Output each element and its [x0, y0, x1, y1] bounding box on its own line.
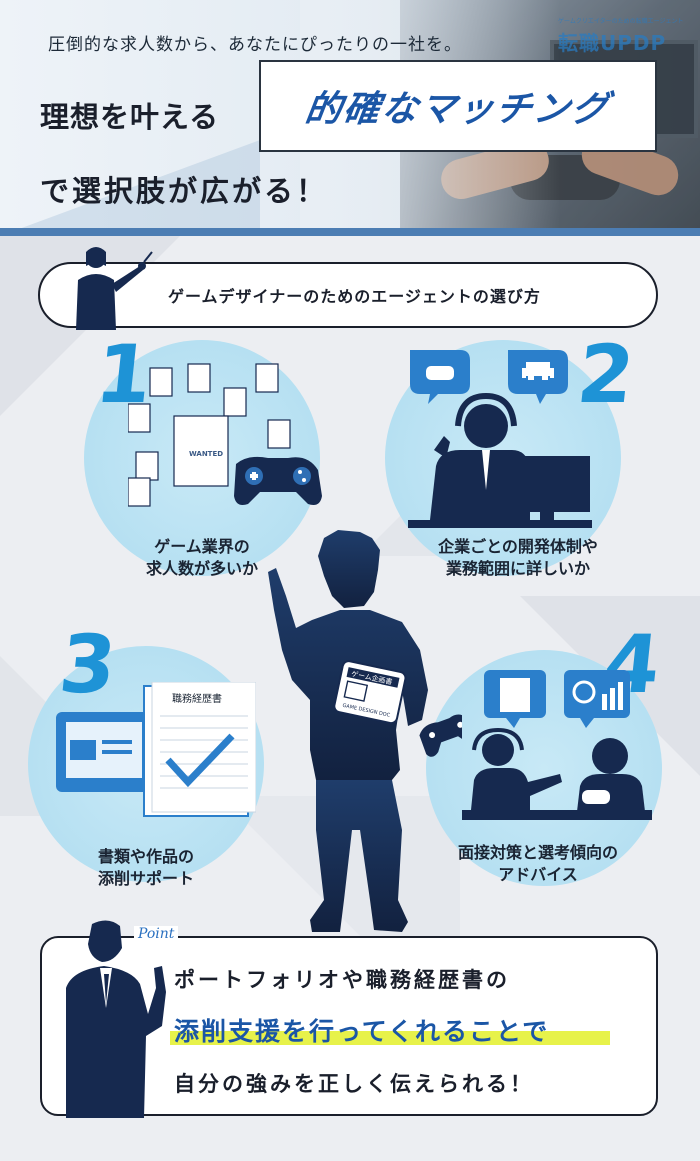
resume-title: 職務経歴書 [172, 692, 222, 705]
clipboard-icon [500, 678, 530, 712]
hero-divider [0, 228, 700, 236]
section-heading: ゲームデザイナーのためのエージェントの選び方 [38, 262, 658, 328]
controller-icon [234, 456, 322, 505]
point-highlight-marker [170, 1031, 610, 1045]
gamepad-icon [426, 366, 454, 380]
hero-subtitle: 圧倒的な求人数から、あなたにぴったりの一社を。 [48, 35, 462, 55]
point-label-1: ゲーム業界の求人数が多いか [145, 537, 258, 578]
wanted-posters-icon: WANTED [128, 363, 322, 507]
hero-headline-1: 理想を叶える [40, 100, 220, 134]
point-tag: Point [134, 926, 179, 942]
hero-headline-2: で選択肢が広がる！ [40, 174, 329, 208]
chart-growth-icon [572, 680, 623, 710]
hero-highlight-text: 的確なマッチング [302, 89, 613, 130]
brand-logo: ゲームクリエイターのための転職エージェント 転職UPDP [558, 18, 684, 55]
game-designer-silhouette: ゲーム企画書 GAME DESIGN DOC [268, 530, 462, 932]
support-agent-icon [408, 350, 592, 528]
section-heading-text: ゲームデザイナーのためのエージェントの選び方 [168, 287, 541, 306]
businessman-pointing-icon [66, 920, 166, 1118]
hand-controller-icon [419, 714, 462, 757]
point-label-2: 企業ごとの開発体制や業務範囲に詳しいか [438, 537, 598, 578]
interview-meeting-icon [462, 670, 652, 820]
hero-highlight-box: 的確なマッチング [259, 60, 657, 152]
invader-icon [522, 362, 554, 380]
hero-banner: ゲームクリエイターのための転職エージェント 転職UPDP 圧倒的な求人数から、あ… [0, 0, 700, 236]
point-line-2: 添削支援を行ってくれることで [174, 1017, 550, 1046]
point-label-3: 書類や作品の添削サポート [97, 847, 194, 888]
point-line-1: ポートフォリオや職務経歴書の [174, 968, 510, 992]
presenter-woman-icon [76, 247, 153, 330]
resume-document-icon: 職務経歴書 [56, 682, 256, 817]
wanted-label: WANTED [189, 450, 223, 458]
point-label-4: 面接対策と選考傾向のアドバイス [457, 843, 618, 884]
point-line-3: 自分の強みを正しく伝えられる！ [174, 1072, 534, 1096]
tablet-icon: ゲーム企画書 GAME DESIGN DOC [333, 660, 407, 725]
